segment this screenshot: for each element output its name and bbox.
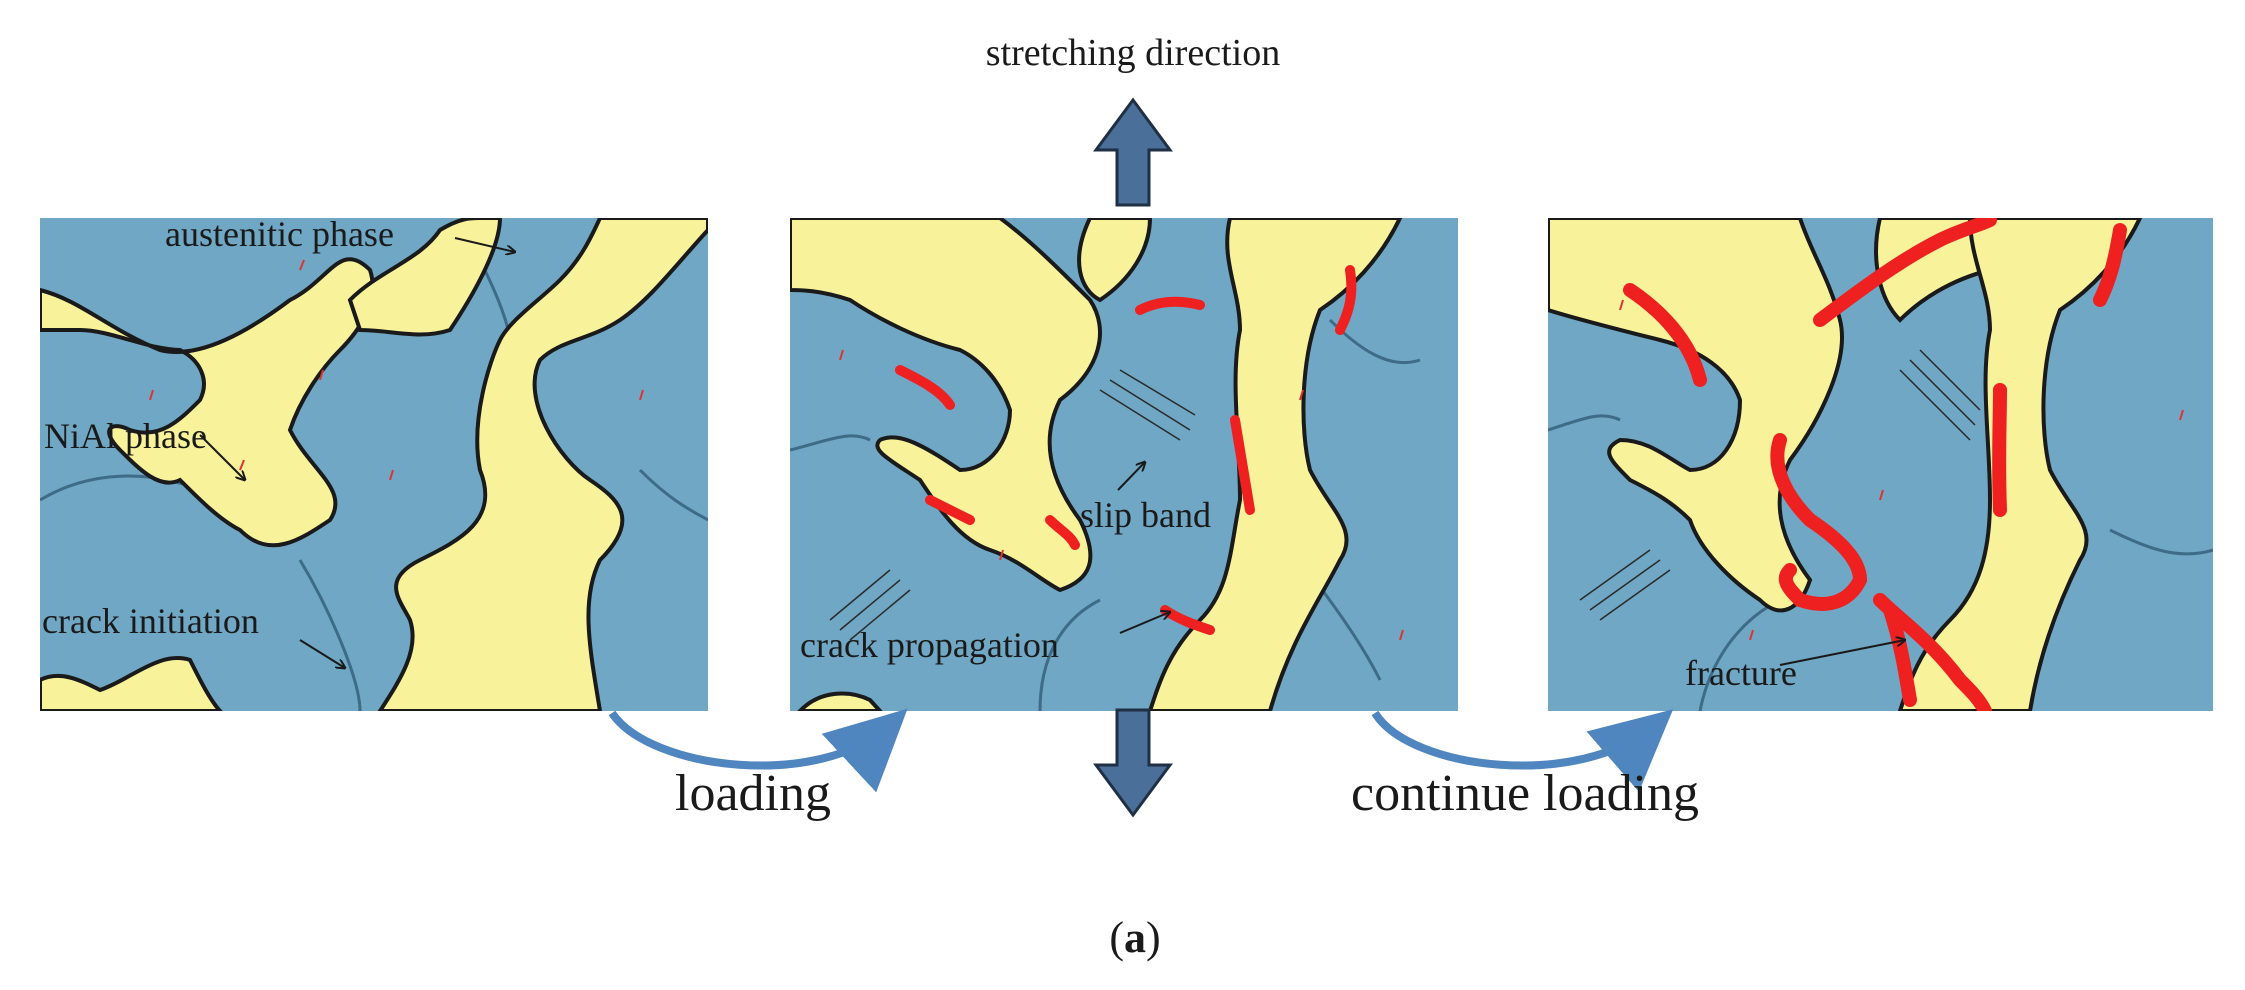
label-loading: loading	[675, 765, 831, 822]
slip-band-pointer	[1117, 462, 1145, 491]
title-stretching-direction: stretching direction	[986, 32, 1280, 74]
nial-network-3	[1548, 218, 1844, 613]
fracture-pointer	[1779, 640, 1905, 666]
label-crack-propagation: crack propagation	[800, 625, 1059, 665]
continue-loading-curve-arrow	[1371, 709, 1674, 792]
crack-initiation-pointer	[299, 639, 345, 668]
crack-propagation-pointer	[1119, 612, 1170, 634]
caption-letter: a	[1124, 913, 1146, 962]
label-fracture: fracture	[1685, 653, 1797, 693]
label-nial-phase: NiAl phase	[44, 416, 207, 456]
label-crack-initiation: crack initiation	[42, 601, 259, 641]
label-austenitic-phase: austenitic phase	[165, 214, 394, 254]
label-slip-band: slip band	[1080, 495, 1211, 535]
stretch-down-arrow	[1093, 708, 1173, 818]
panel-1-initial	[40, 218, 708, 711]
panel-3-fracture	[1548, 218, 2213, 711]
loading-curve-arrow	[608, 708, 908, 793]
caption-open: (	[1109, 913, 1124, 962]
nial-network-1	[40, 257, 375, 548]
nial-pointer	[199, 434, 245, 480]
panel-2-loading	[790, 218, 1458, 711]
label-continue-loading: continue loading	[1351, 765, 1699, 822]
figure-caption: (a)	[1109, 913, 1160, 962]
austenitic-pointer	[454, 237, 515, 252]
caption-close: )	[1146, 913, 1161, 962]
stretch-up-arrow	[1093, 97, 1173, 207]
